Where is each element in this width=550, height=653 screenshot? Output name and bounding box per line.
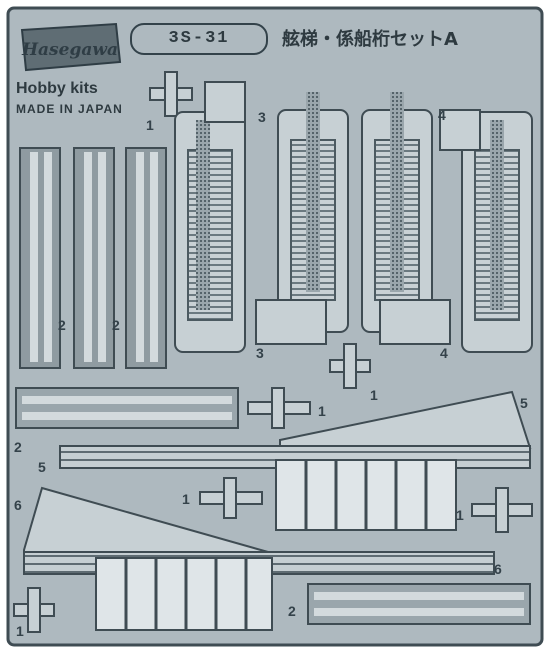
part-number-label: 2 xyxy=(112,317,120,333)
part-number-label: 2 xyxy=(288,603,296,619)
stringer-group-left xyxy=(19,147,167,369)
part-number-label: 4 xyxy=(438,107,446,123)
part-number-label: 3 xyxy=(256,345,264,361)
part-number-label: 6 xyxy=(494,561,502,577)
part-number-label: 1 xyxy=(16,623,24,639)
rail-bottom-right xyxy=(307,583,531,625)
ladder-3 xyxy=(361,92,451,345)
part-number-label: 2 xyxy=(14,439,22,455)
product-code: 3S-31 xyxy=(168,29,230,48)
ladder-1 xyxy=(174,81,246,353)
part-number-label: 5 xyxy=(38,459,46,475)
part-number-label: 5 xyxy=(520,395,528,411)
hasegawa-logo: Hasegawa xyxy=(16,22,124,72)
boom-part-6 xyxy=(23,486,495,631)
part-number-label: 2 xyxy=(58,317,66,333)
part-number-label: 4 xyxy=(440,345,448,361)
cross-part-middle xyxy=(329,343,371,389)
cross-part-left-middle xyxy=(247,387,311,429)
product-name: 舷梯・係船桁セットA xyxy=(282,29,458,50)
cross-part-top xyxy=(149,71,193,117)
part-number-label: 1 xyxy=(318,403,326,419)
part-number-label: 3 xyxy=(258,109,266,125)
ladder-2 xyxy=(255,92,349,345)
product-line: Hobby kits xyxy=(16,80,98,97)
origin-label: MADE IN JAPAN xyxy=(16,102,123,116)
part-number-label: 1 xyxy=(182,491,190,507)
rail-upper-left xyxy=(15,387,239,429)
ladder-4 xyxy=(439,109,533,353)
part-number-label: 1 xyxy=(370,387,378,403)
part-number-label: 1 xyxy=(456,507,464,523)
logo-badge-shape xyxy=(20,22,122,72)
brand-name: Hasegawa xyxy=(21,40,118,60)
boom-part-5 xyxy=(59,390,532,531)
part-number-label: 1 xyxy=(146,117,154,133)
part-number-label: 6 xyxy=(14,497,22,513)
product-code-badge: 3S-31 xyxy=(130,23,268,55)
cross-part-bottom-left xyxy=(13,587,55,633)
cross-part-lower-right xyxy=(471,487,533,533)
cross-part-lower-middle xyxy=(199,477,263,519)
